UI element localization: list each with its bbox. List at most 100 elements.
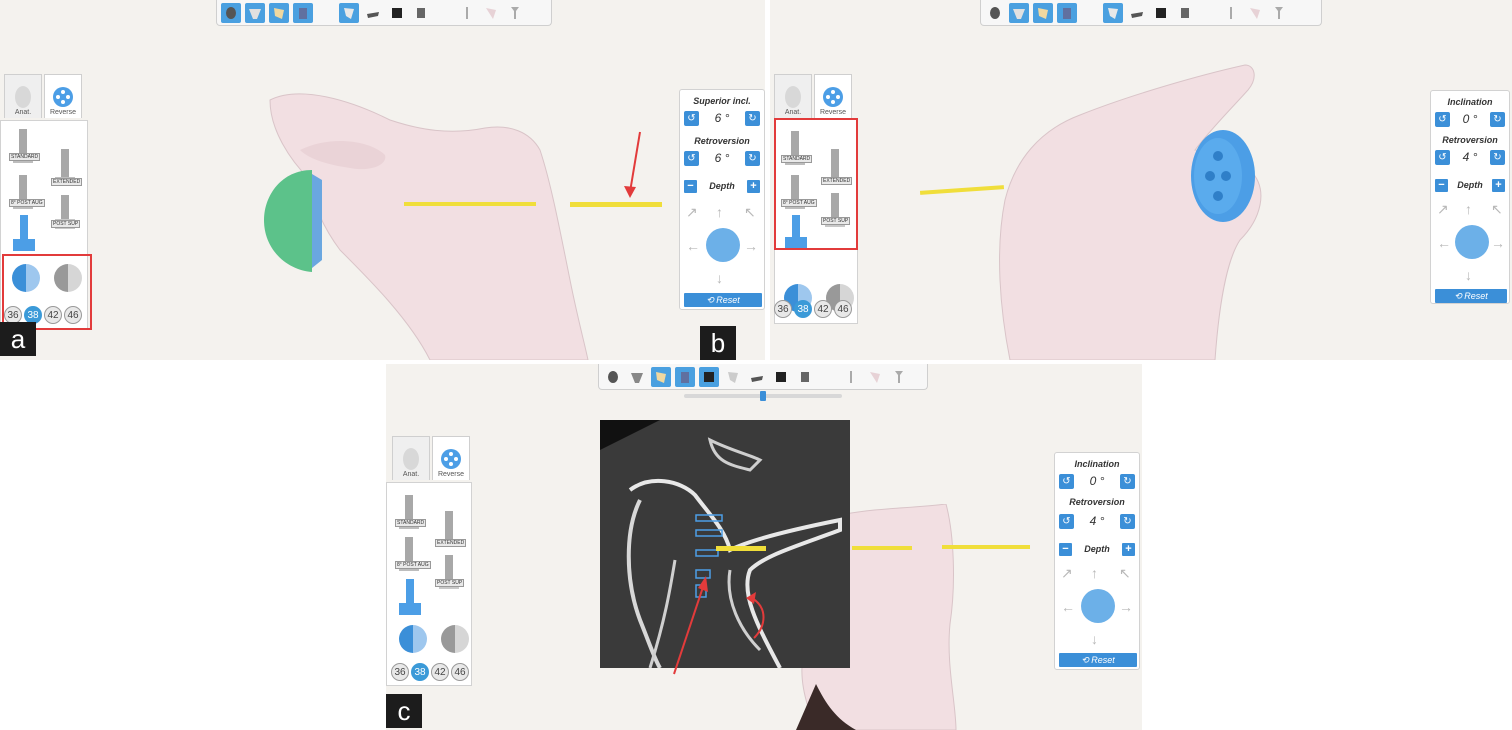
size-option[interactable]: 36 <box>391 663 409 681</box>
view-button[interactable] <box>1175 3 1195 23</box>
reset-button[interactable]: ⟲ Reset <box>1435 289 1507 303</box>
baseplate-disk-icon[interactable] <box>1455 225 1489 259</box>
post-aug-stem-icon[interactable] <box>9 173 37 213</box>
view-button[interactable] <box>1269 3 1289 23</box>
slider-handle[interactable] <box>760 391 766 401</box>
reverse-head-selected-icon[interactable] <box>10 262 42 294</box>
arrow-right-icon[interactable]: → <box>1119 599 1133 615</box>
scapula-3d-model[interactable] <box>980 60 1280 360</box>
view-button[interactable] <box>293 2 313 23</box>
rotate-cw-icon[interactable]: ↻ <box>1490 111 1505 127</box>
arrow-up-right-icon[interactable]: ↖ <box>1491 201 1503 217</box>
arrow-down-icon[interactable]: ↓ <box>716 270 723 286</box>
arrow-up-icon[interactable]: ↑ <box>716 204 723 220</box>
size-option[interactable]: 46 <box>834 300 852 318</box>
reverse-head-option-icon[interactable] <box>52 262 84 294</box>
view-button[interactable] <box>1009 2 1029 23</box>
view-button[interactable] <box>841 367 861 387</box>
arrow-up-icon[interactable]: ↑ <box>1091 565 1098 581</box>
view-button[interactable] <box>889 367 909 387</box>
minus-icon[interactable]: − <box>1435 178 1448 192</box>
tab-reverse[interactable]: Reverse <box>44 74 82 118</box>
view-button[interactable] <box>339 2 359 23</box>
minus-icon[interactable]: − <box>684 179 697 193</box>
plus-icon[interactable]: + <box>1122 542 1135 556</box>
arrow-up-right-icon[interactable]: ↖ <box>1119 565 1131 581</box>
tab-anat[interactable]: Anat. <box>774 74 812 118</box>
size-option-selected[interactable]: 38 <box>411 663 429 681</box>
rotate-cw-icon[interactable]: ↻ <box>1120 473 1135 489</box>
reverse-head-option-icon[interactable] <box>439 623 471 655</box>
view-button[interactable] <box>387 3 407 23</box>
view-button[interactable] <box>747 367 767 387</box>
view-button[interactable] <box>795 367 815 387</box>
view-button[interactable] <box>481 3 501 23</box>
view-button[interactable] <box>1103 2 1123 23</box>
view-button[interactable] <box>457 3 477 23</box>
view-button[interactable] <box>865 367 885 387</box>
reverse-head-selected-icon[interactable] <box>397 623 429 655</box>
arrow-up-icon[interactable]: ↑ <box>1465 201 1472 217</box>
size-option[interactable]: 42 <box>431 663 449 681</box>
tab-anat[interactable]: Anat. <box>392 436 430 480</box>
arrow-up-left-icon[interactable]: ↗ <box>1061 565 1073 581</box>
plus-icon[interactable]: + <box>747 179 760 193</box>
arrow-down-icon[interactable]: ↓ <box>1465 267 1472 283</box>
rotate-ccw-icon[interactable]: ↺ <box>684 150 699 166</box>
size-option[interactable]: 42 <box>44 306 62 324</box>
view-button[interactable] <box>675 366 695 387</box>
rotate-cw-icon[interactable]: ↻ <box>745 110 760 126</box>
view-button[interactable] <box>505 3 525 23</box>
view-button[interactable] <box>363 3 383 23</box>
rotate-cw-icon[interactable]: ↻ <box>745 150 760 166</box>
view-button[interactable] <box>221 2 241 23</box>
selected-stem-icon[interactable] <box>395 577 425 617</box>
view-button[interactable] <box>985 3 1005 23</box>
rotate-ccw-icon[interactable]: ↺ <box>1059 473 1074 489</box>
ct-slice-view[interactable] <box>600 420 850 668</box>
arrow-down-icon[interactable]: ↓ <box>1091 631 1098 647</box>
standard-stem-icon[interactable] <box>9 127 37 167</box>
rotate-ccw-icon[interactable]: ↺ <box>684 110 699 126</box>
arrow-right-icon[interactable]: → <box>744 238 758 254</box>
view-button[interactable] <box>771 367 791 387</box>
view-button[interactable] <box>245 2 265 23</box>
post-sup-stem-icon[interactable] <box>435 553 463 593</box>
arrow-up-right-icon[interactable]: ↖ <box>744 204 756 220</box>
reset-button[interactable]: ⟲ Reset <box>684 293 762 307</box>
minus-icon[interactable]: − <box>1059 542 1072 556</box>
size-option[interactable]: 42 <box>814 300 832 318</box>
ct-slice-slider[interactable] <box>684 391 842 401</box>
reset-button[interactable]: ⟲ Reset <box>1059 653 1137 667</box>
rotate-ccw-icon[interactable]: ↺ <box>1435 149 1450 165</box>
view-button[interactable] <box>603 367 623 387</box>
arrow-left-icon[interactable]: ← <box>686 238 700 254</box>
rotate-cw-icon[interactable]: ↻ <box>1490 149 1505 165</box>
view-button[interactable] <box>1057 2 1077 23</box>
plus-icon[interactable]: + <box>1492 178 1505 192</box>
post-aug-stem-icon[interactable] <box>395 535 423 575</box>
size-option[interactable]: 46 <box>451 663 469 681</box>
view-button[interactable] <box>1151 3 1171 23</box>
tab-anat[interactable]: Anat. <box>4 74 42 118</box>
selected-stem-icon[interactable] <box>781 213 811 251</box>
arrow-up-left-icon[interactable]: ↗ <box>686 204 698 220</box>
size-option[interactable]: 36 <box>774 300 792 318</box>
view-button[interactable] <box>1221 3 1241 23</box>
selected-stem-icon[interactable] <box>9 213 39 255</box>
rotate-ccw-icon[interactable]: ↺ <box>1059 513 1074 529</box>
arrow-left-icon[interactable]: ← <box>1061 599 1075 615</box>
view-button[interactable] <box>627 367 647 387</box>
view-button[interactable] <box>699 366 719 387</box>
rotate-cw-icon[interactable]: ↻ <box>1120 513 1135 529</box>
view-button[interactable] <box>723 367 743 387</box>
view-button[interactable] <box>269 2 289 23</box>
view-button[interactable] <box>1127 3 1147 23</box>
standard-stem-icon[interactable] <box>395 493 423 533</box>
arrow-left-icon[interactable]: ← <box>1437 235 1451 251</box>
view-button[interactable] <box>1033 2 1053 23</box>
view-button[interactable] <box>651 366 671 387</box>
tab-reverse[interactable]: Reverse <box>432 436 470 480</box>
size-option-selected[interactable]: 38 <box>794 300 812 318</box>
baseplate-disk-icon[interactable] <box>1081 589 1115 623</box>
